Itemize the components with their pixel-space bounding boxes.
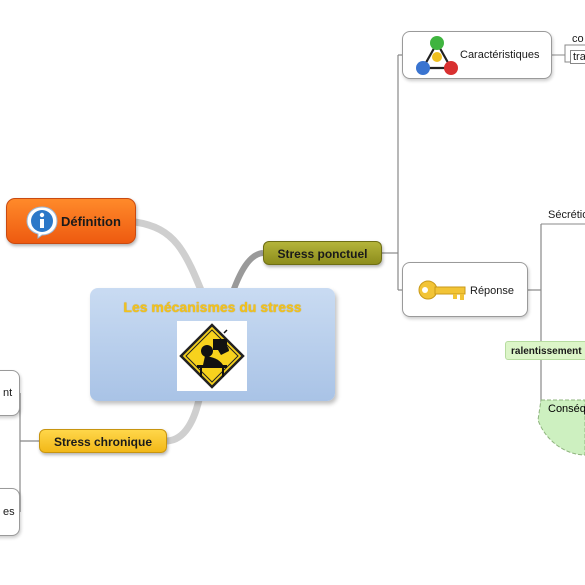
left-topic-2-label: es (3, 506, 15, 518)
consequences-node[interactable]: Conséq (536, 393, 585, 453)
left-topic-2[interactable]: es (0, 488, 20, 536)
stress-chronique-node[interactable]: Stress chronique (39, 429, 167, 453)
key-icon (417, 277, 467, 303)
caracteristiques-child-2[interactable]: tra (570, 50, 585, 64)
stress-warning-sign-icon (177, 321, 247, 391)
molecule-icon (415, 35, 459, 77)
left-topic-1[interactable]: nt (0, 370, 20, 416)
consequences-label: Conséq (548, 403, 585, 415)
reponse-label: Réponse (470, 285, 515, 297)
info-icon (25, 205, 59, 239)
reponse-node[interactable]: Réponse (402, 262, 528, 317)
caracteristiques-node[interactable]: Caractéristiques (402, 31, 552, 79)
caracteristiques-child-1[interactable]: co (572, 33, 584, 45)
caracteristiques-label: Caractéristiques (460, 49, 540, 61)
left-topic-1-label: nt (3, 387, 13, 399)
secretion-topic[interactable]: Sécrétio (548, 209, 585, 221)
central-topic[interactable]: Les mécanismes du stress (90, 288, 335, 401)
central-topic-title: Les mécanismes du stress (123, 299, 302, 315)
stress-ponctuel-node[interactable]: Stress ponctuel (263, 241, 382, 265)
definition-node[interactable]: Définition (6, 198, 136, 244)
ralentissement-node[interactable]: ralentissement (505, 341, 585, 360)
definition-label: Définition (61, 214, 121, 229)
